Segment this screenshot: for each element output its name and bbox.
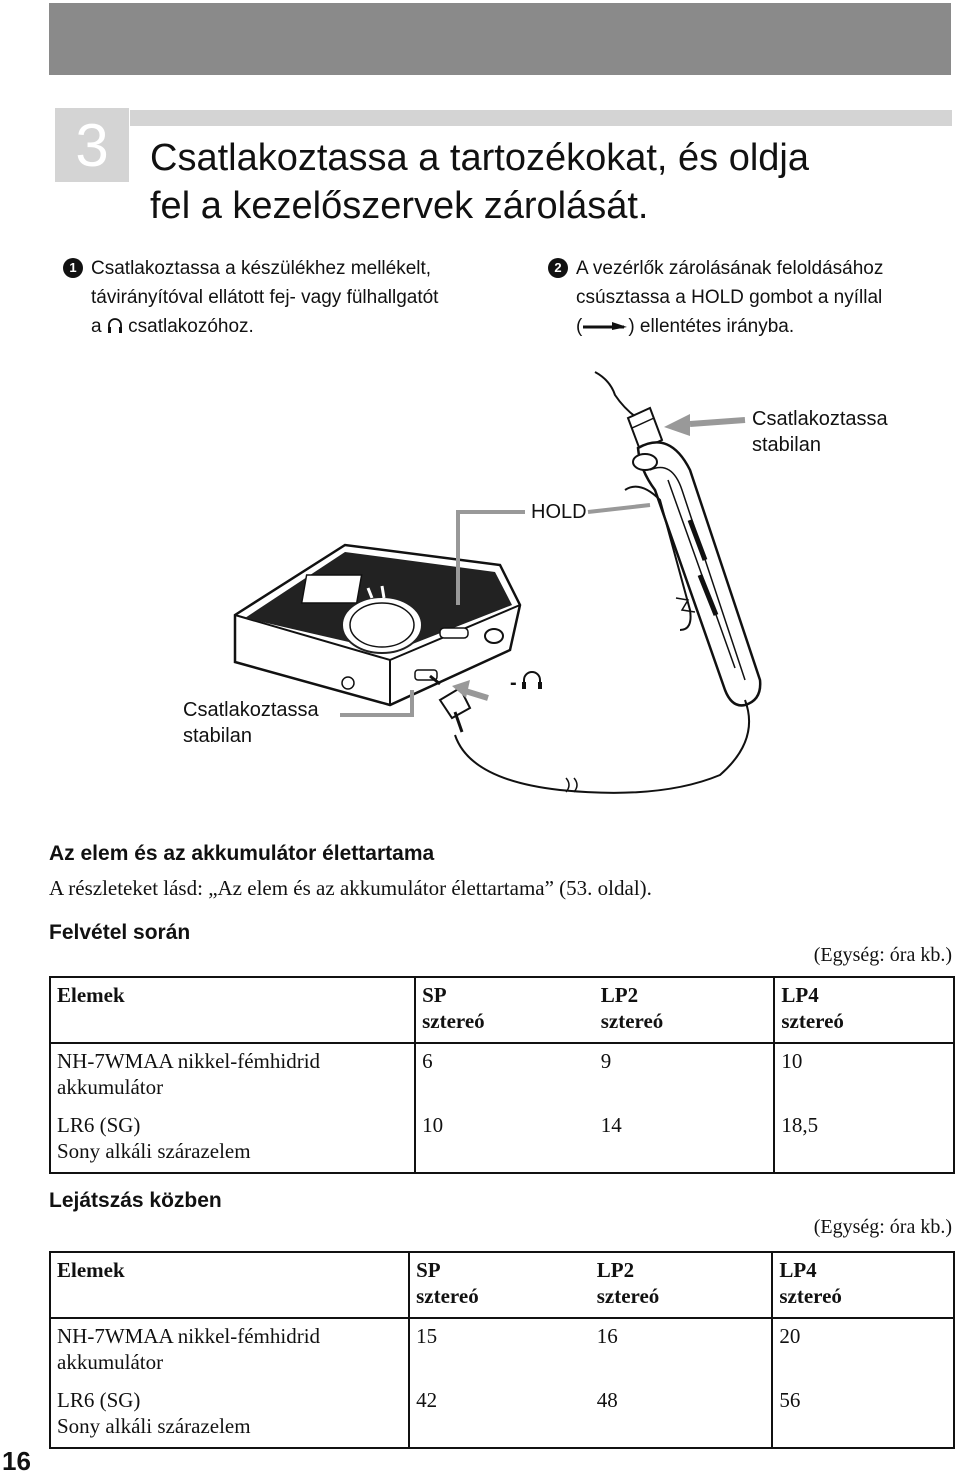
callout-arrow-top xyxy=(689,417,746,427)
connection-illustration xyxy=(233,371,762,794)
step-title-line-2: fel a kezelőszervek zárolását. xyxy=(150,185,649,227)
row-battery-name: LR6 (SG)Sony alkáli szárazelem xyxy=(48,1383,411,1449)
row-value-lp2: 48 xyxy=(590,1383,773,1449)
row-value-lp2: 16 xyxy=(590,1317,773,1383)
headphone-icon xyxy=(107,318,122,333)
instruction-1-line-1: Csatlakoztassa a készülékhez mellékelt, xyxy=(91,258,432,279)
step-title-bar xyxy=(130,110,952,126)
callout-hold: HOLD xyxy=(531,501,587,523)
step-title: Csatlakoztassa a tartozékokat, és oldja … xyxy=(150,134,950,230)
row-value-sp: 15 xyxy=(409,1317,591,1383)
instruction-1-line-3: a csatlakozóhoz. xyxy=(91,316,254,337)
instruction-2-line-2: csúsztassa a HOLD gombot a nyíllal xyxy=(576,287,883,308)
page-number: 16 xyxy=(2,1446,31,1476)
playback-heading: Lejátszás közben xyxy=(49,1189,222,1212)
instruction-2: 2 A vezérlők zárolásának feloldásához cs… xyxy=(548,254,946,341)
cable-top xyxy=(594,371,641,421)
callout-connect-left: Csatlakoztassa stabilan xyxy=(183,699,319,747)
minidisc-player xyxy=(233,543,522,707)
step-title-line-1: Csatlakoztassa a tartozékokat, és oldja xyxy=(150,137,810,179)
row-value-lp2: 14 xyxy=(594,1108,775,1174)
remote-plug xyxy=(626,406,664,452)
callout-leader-left xyxy=(340,690,414,717)
row-battery-name: LR6 (SG)Sony alkáli szárazelem xyxy=(48,1108,417,1174)
battery-heading: Az elem és az akkumulátor élettartama xyxy=(49,842,435,865)
table-row: LR6 (SG)Sony alkáli szárazelem 10 14 18,… xyxy=(48,1108,955,1174)
step-number: 3 xyxy=(55,108,129,182)
instruction-1-line-2: távirányítóval ellátott fej- vagy fülhal… xyxy=(91,287,439,308)
row-value-lp4: 10 xyxy=(773,1042,955,1108)
header-elemek: Elemek xyxy=(48,976,417,1044)
step-bullet-1: 1 xyxy=(63,258,83,278)
headphone-jack-plug xyxy=(429,674,472,733)
callout-arrow-top-head xyxy=(664,414,690,436)
step-bullet-2: 2 xyxy=(548,258,568,278)
recording-unit: (Egység: óra kb.) xyxy=(813,944,952,966)
table-row: LR6 (SG)Sony alkáli szárazelem 42 48 56 xyxy=(48,1383,955,1449)
arrow-right-icon xyxy=(583,322,628,330)
cable-bottom xyxy=(454,699,751,794)
row-value-sp: 10 xyxy=(415,1108,595,1174)
row-value-lp4: 18,5 xyxy=(773,1108,955,1174)
playback-unit: (Egység: óra kb.) xyxy=(813,1216,952,1238)
header-band xyxy=(49,3,951,75)
row-value-lp4: 56 xyxy=(771,1383,955,1449)
hold-leader-left xyxy=(456,510,525,605)
header-elemek: Elemek xyxy=(48,1251,411,1319)
instruction-1: 1 Csatlakoztassa a készülékhez mellékelt… xyxy=(63,254,511,341)
row-value-sp: 42 xyxy=(409,1383,591,1449)
row-value-lp4: 20 xyxy=(771,1317,955,1383)
recording-heading: Felvétel során xyxy=(49,921,191,944)
instruction-2-line-3: ( ) ellentétes irányba. xyxy=(576,316,795,337)
callout-connect-top: Csatlakoztassa stabilan xyxy=(752,408,888,456)
hold-leader-right xyxy=(587,503,651,514)
callout-jack: - xyxy=(510,672,517,694)
row-value-lp2: 9 xyxy=(594,1042,775,1108)
row-value-sp: 6 xyxy=(415,1042,595,1108)
instruction-2-line-1: A vezérlők zárolásának feloldásához xyxy=(576,258,884,279)
jack-arrow-head xyxy=(452,680,470,698)
battery-text: A részleteket lásd: „Az elem és az akkum… xyxy=(49,876,652,900)
remote-control xyxy=(624,441,762,707)
headphone-icon xyxy=(522,671,542,689)
